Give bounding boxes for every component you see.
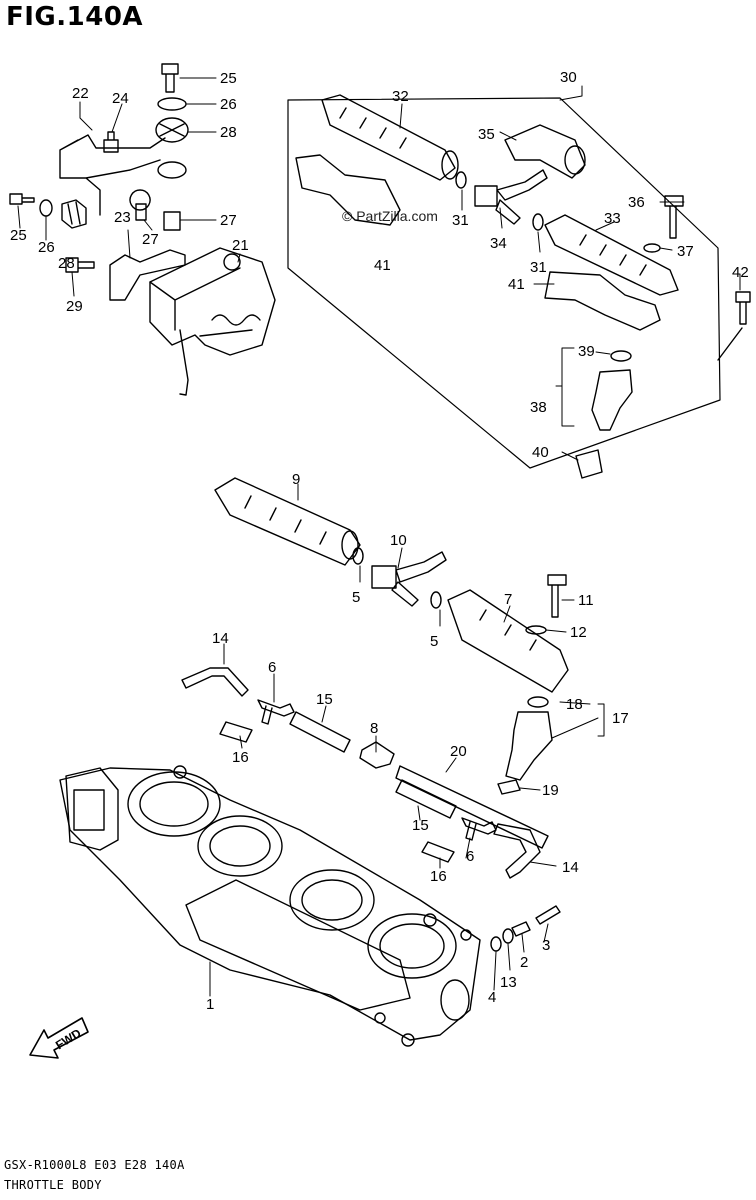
- callout-4: 4: [488, 989, 496, 1006]
- callout-21: 21: [232, 237, 249, 254]
- callout-31: 31: [452, 212, 469, 229]
- bracket-group: [9, 63, 276, 396]
- section-name: THROTTLE BODY: [4, 1178, 102, 1192]
- callout-36: 36: [628, 194, 645, 211]
- callout-6b: 6: [466, 848, 474, 865]
- callout-17: 17: [612, 710, 629, 727]
- callout-14b: 14: [562, 859, 579, 876]
- callout-24: 24: [112, 90, 129, 107]
- callout-20: 20: [450, 743, 467, 760]
- callout-1: 1: [206, 996, 214, 1013]
- callout-3: 3: [542, 937, 550, 954]
- callout-7: 7: [504, 591, 512, 608]
- callout-27: 27: [220, 212, 237, 229]
- callout-30: 30: [560, 69, 577, 86]
- callout-8: 8: [370, 720, 378, 737]
- figure-title: FIG.140A: [6, 2, 144, 32]
- callout-32: 32: [392, 88, 409, 105]
- callout-31b: 31: [530, 259, 547, 276]
- callout-41b: 41: [508, 276, 525, 293]
- callout-27b: 27: [142, 231, 159, 248]
- callout-19: 19: [542, 782, 559, 799]
- callout-25: 25: [220, 70, 237, 87]
- callout-23: 23: [114, 209, 131, 226]
- callout-26b: 26: [38, 239, 55, 256]
- callout-9: 9: [292, 471, 300, 488]
- callout-15: 15: [316, 691, 333, 708]
- callout-25b: 25: [10, 227, 27, 244]
- forward-direction-marker: FWD: [29, 1017, 89, 1059]
- hoses-and-fittings: [181, 667, 549, 879]
- callout-18: 18: [566, 696, 583, 713]
- callout-39: 39: [578, 343, 595, 360]
- secondary-assembly-frame: [287, 97, 721, 469]
- callout-26: 26: [220, 96, 237, 113]
- secondary-fuel-parts: [295, 94, 751, 479]
- callout-13: 13: [500, 974, 517, 991]
- callout-40: 40: [532, 444, 549, 461]
- callout-11: 11: [578, 592, 594, 609]
- callout-6: 6: [268, 659, 276, 676]
- callout-16b: 16: [430, 868, 447, 885]
- callout-41: 41: [374, 257, 391, 274]
- callout-37: 37: [677, 243, 694, 260]
- callout-10: 10: [390, 532, 407, 549]
- callout-14: 14: [212, 630, 229, 647]
- callout-12: 12: [570, 624, 587, 641]
- callout-28b: 28: [58, 255, 75, 272]
- callout-labels: 25 26 28 27 22 24 27 23 21 25 26 28 29 3…: [10, 69, 749, 1013]
- callout-5: 5: [352, 589, 360, 606]
- callout-5b: 5: [430, 633, 438, 650]
- watermark: © PartZilla.com: [342, 208, 438, 224]
- callout-35: 35: [478, 126, 495, 143]
- callout-38: 38: [530, 399, 547, 416]
- callout-15b: 15: [412, 817, 429, 834]
- callout-22: 22: [72, 85, 89, 102]
- throttle-body: [59, 765, 561, 1047]
- callout-2: 2: [520, 954, 528, 971]
- callout-33: 33: [604, 210, 621, 227]
- callout-28: 28: [220, 124, 237, 141]
- callout-29: 29: [66, 298, 83, 315]
- callout-42: 42: [732, 264, 749, 281]
- primary-fuel-parts: [214, 477, 569, 795]
- model-code: GSX-R1000L8 E03 E28 140A: [4, 1158, 185, 1172]
- leader-lines: [17, 77, 741, 997]
- callout-34: 34: [490, 235, 507, 252]
- fwd-label: FWD: [53, 1026, 84, 1053]
- callout-16: 16: [232, 749, 249, 766]
